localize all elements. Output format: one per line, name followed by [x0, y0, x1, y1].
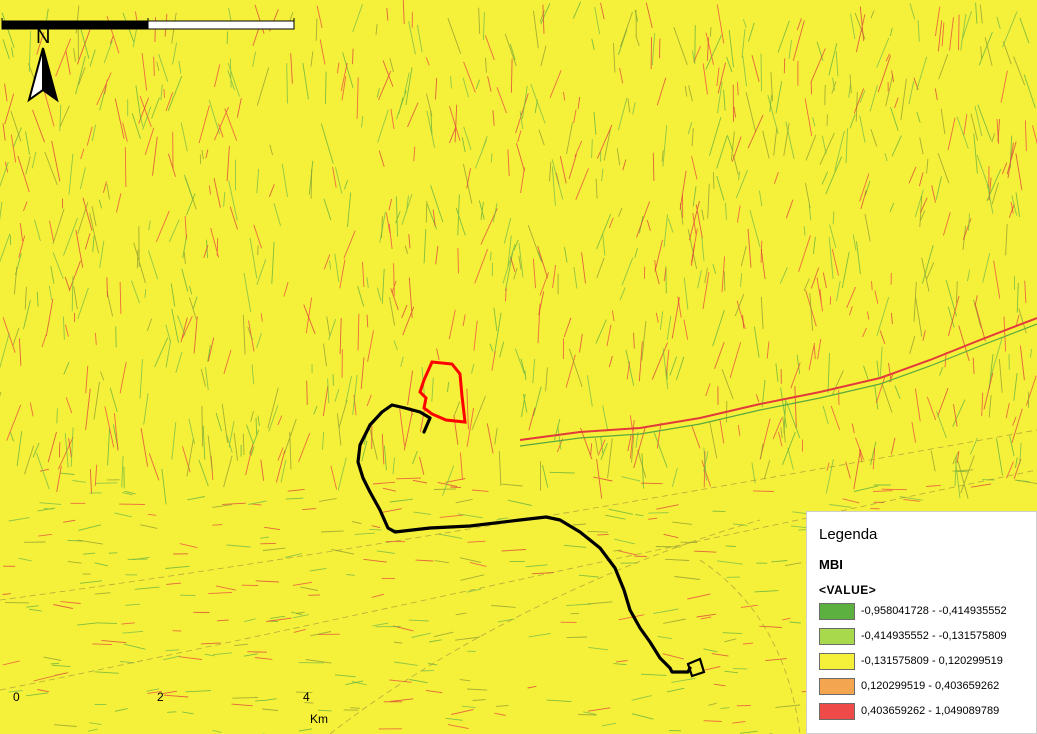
legend-item: -0,131575809 - 0,120299519: [819, 653, 1034, 671]
raster-streaks: [0, 4, 1037, 734]
scale-label-0: 0: [13, 690, 20, 704]
legend-item-label: -0,414935552 - -0,131575809: [861, 630, 1007, 642]
legend-swatch: [819, 703, 855, 720]
north-label: N: [36, 26, 51, 48]
legend-item: 0,403659262 - 1,049089789: [819, 703, 1034, 721]
scale-unit: Km: [310, 712, 328, 726]
scale-label-4: 4: [303, 690, 310, 704]
ridge-red: [519, 317, 1037, 441]
scale-label-2: 2: [157, 690, 164, 704]
scale-bar: [1, 18, 295, 30]
legend-item-label: -0,958041728 - -0,414935552: [861, 605, 1007, 617]
legend-layer-name: MBI: [819, 557, 843, 572]
legend-field-name: <VALUE>: [819, 583, 877, 597]
legend-panel: Legenda MBI <VALUE> -0,958041728 - -0,41…: [806, 511, 1037, 734]
legend-swatch: [819, 653, 855, 670]
legend-item-label: 0,120299519 - 0,403659262: [861, 680, 1000, 692]
route-end-box: [686, 657, 706, 678]
road-line: [699, 559, 801, 734]
road-line: [0, 429, 1037, 601]
legend-swatch: [819, 628, 855, 645]
legend-item: -0,414935552 - -0,131575809: [819, 628, 1034, 646]
mbi-ridge-line: [519, 317, 1037, 447]
legend-item-label: -0,131575809 - 0,120299519: [861, 655, 1003, 667]
legend-swatch: [819, 603, 855, 620]
north-arrow-icon: [26, 26, 60, 104]
legend-item: 0,120299519 - 0,403659262: [819, 678, 1034, 696]
legend-item-label: 0,403659262 - 1,049089789: [861, 705, 1000, 717]
road-line: [329, 519, 761, 734]
study-area-outline: [418, 360, 467, 424]
legend-title: Legenda: [819, 526, 878, 543]
route-line: [356, 403, 692, 674]
ridge-green: [519, 323, 1037, 447]
legend-swatch: [819, 678, 855, 695]
legend-item: -0,958041728 - -0,414935552: [819, 603, 1034, 621]
raster-streaks: [2, 4, 1037, 730]
